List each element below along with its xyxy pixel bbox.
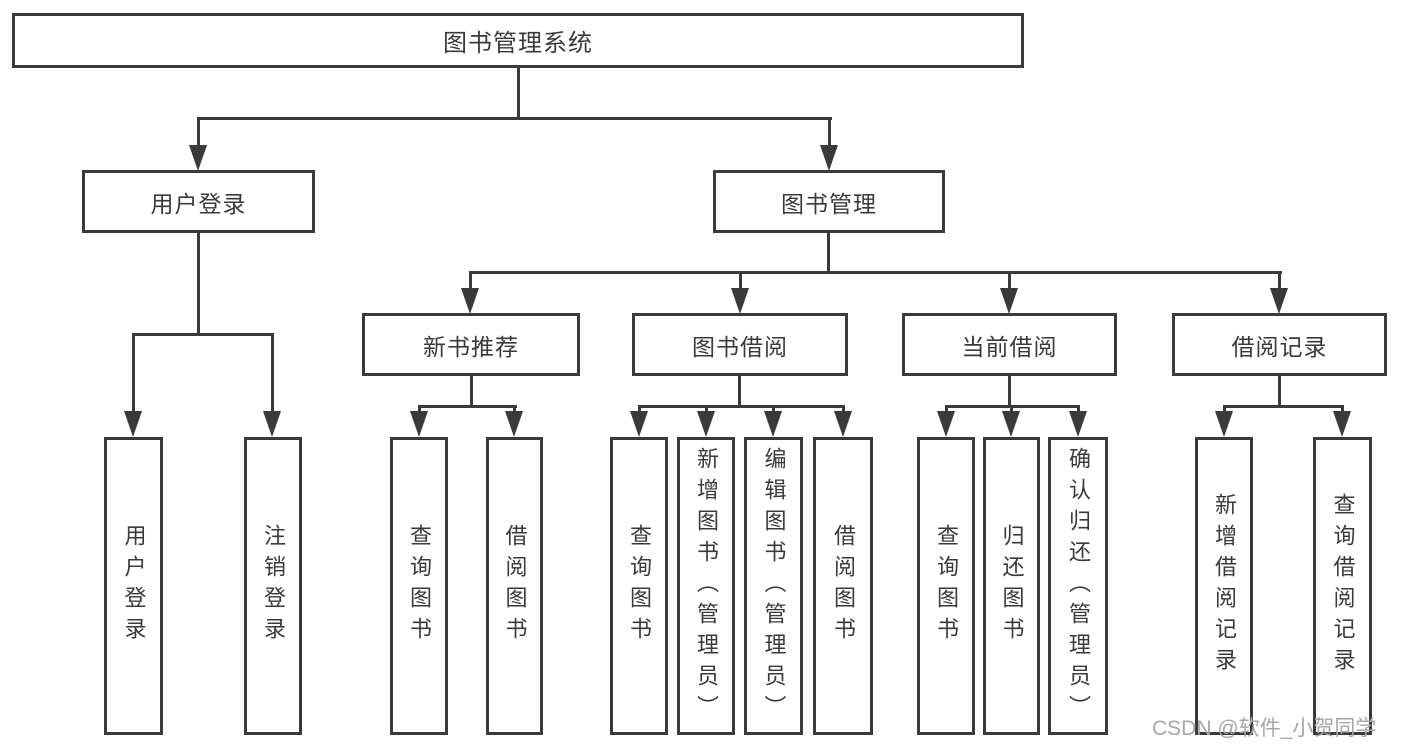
arrow-down-icon	[505, 411, 523, 437]
leaf-query-borrow-record-label: 查询借阅记录	[1330, 493, 1356, 679]
arrow-down-icon	[820, 145, 838, 171]
node-book-management: 图书管理	[713, 170, 945, 233]
connector-line	[739, 272, 742, 289]
node-current-borrow: 当前借阅	[902, 313, 1117, 376]
connector-line	[1010, 406, 1013, 414]
connector-line	[828, 118, 831, 148]
arrow-down-icon	[1002, 411, 1020, 437]
connector-line	[1278, 272, 1281, 289]
connector-line	[772, 406, 775, 414]
connector-line	[197, 118, 200, 148]
node-current-borrow-label: 当前借阅	[961, 333, 1058, 360]
leaf-newbook-query-label: 查询图书	[407, 524, 432, 648]
leaf-newbook-query: 查询图书	[390, 437, 448, 735]
connector-line	[197, 231, 200, 336]
connector-line	[1223, 406, 1226, 414]
leaf-edit-book-admin: 编辑图书（管理员）	[744, 437, 803, 735]
leaf-confirm-return-admin-label: 确认归还（管理员）	[1066, 446, 1091, 726]
node-new-book-recommend: 新书推荐	[362, 313, 580, 376]
connector-line	[1077, 406, 1080, 414]
node-root: 图书管理系统	[12, 13, 1024, 68]
arrow-down-icon	[461, 288, 479, 314]
connector-line	[1341, 406, 1344, 414]
leaf-user-login: 用户登录	[104, 437, 163, 735]
node-user-login-label: 用户登录	[150, 190, 247, 217]
node-borrow-records: 借阅记录	[1172, 313, 1387, 376]
connector-line	[132, 333, 274, 336]
arrow-down-icon	[1215, 411, 1233, 437]
leaf-add-book-admin-label: 新增图书（管理员）	[694, 446, 719, 726]
leaf-user-login-label: 用户登录	[121, 524, 147, 648]
connector-line	[1223, 405, 1344, 408]
leaf-edit-book-admin-label: 编辑图书（管理员）	[761, 446, 787, 726]
connector-line	[638, 406, 641, 414]
node-borrow-records-label: 借阅记录	[1231, 333, 1328, 360]
arrow-down-icon	[697, 411, 715, 437]
leaf-return-book-label: 归还图书	[999, 524, 1025, 648]
connector-line	[470, 374, 473, 408]
arrow-down-icon	[764, 411, 782, 437]
arrow-down-icon	[1000, 288, 1018, 314]
connector-line	[827, 231, 830, 274]
leaf-borrow-book: 借阅图书	[813, 437, 873, 735]
leaf-confirm-return-admin: 确认归还（管理员）	[1048, 437, 1108, 735]
leaf-query-borrow-record: 查询借阅记录	[1313, 437, 1372, 735]
connector-line	[945, 406, 948, 414]
arrow-down-icon	[630, 411, 648, 437]
arrow-down-icon	[1069, 411, 1087, 437]
leaf-add-borrow-record-label: 新增借阅记录	[1212, 493, 1237, 679]
arrow-down-icon	[731, 288, 749, 314]
leaf-logout: 注销登录	[244, 437, 302, 735]
connector-line	[469, 272, 472, 289]
csdn-watermark: CSDN @软件_小贺同学	[1152, 717, 1377, 740]
connector-line	[638, 405, 845, 408]
connector-line	[271, 334, 274, 412]
leaf-current-query: 查询图书	[917, 437, 975, 735]
arrow-down-icon	[937, 411, 955, 437]
leaf-return-book: 归还图书	[983, 437, 1040, 735]
connector-line	[738, 374, 741, 408]
arrow-down-icon	[410, 411, 428, 437]
arrow-down-icon	[263, 411, 281, 437]
leaf-borrow-query: 查询图书	[610, 437, 668, 735]
connector-line	[132, 334, 135, 412]
node-root-label: 图书管理系统	[443, 30, 593, 57]
leaf-borrow-book-label: 借阅图书	[831, 524, 856, 648]
leaf-add-borrow-record: 新增借阅记录	[1195, 437, 1253, 735]
connector-line	[197, 117, 832, 120]
node-new-book-recommend-label: 新书推荐	[423, 333, 519, 360]
connector-line	[1008, 374, 1011, 408]
leaf-add-book-admin: 新增图书（管理员）	[677, 437, 735, 735]
connector-line	[513, 406, 516, 414]
connector-line	[517, 66, 520, 119]
connector-line	[1008, 272, 1011, 289]
arrow-down-icon	[1270, 288, 1288, 314]
arrow-down-icon	[834, 411, 852, 437]
connector-line	[842, 406, 845, 414]
node-book-borrow-label: 图书借阅	[692, 333, 788, 360]
leaf-current-query-label: 查询图书	[934, 524, 959, 648]
connector-line	[418, 406, 421, 414]
leaf-newbook-borrow-label: 借阅图书	[502, 524, 528, 648]
connector-line	[1278, 374, 1281, 408]
node-book-management-label: 图书管理	[781, 190, 877, 217]
arrow-down-icon	[124, 411, 142, 437]
leaf-logout-label: 注销登录	[261, 524, 286, 648]
connector-line	[705, 406, 708, 414]
node-book-borrow: 图书借阅	[632, 313, 848, 376]
arrow-down-icon	[189, 145, 207, 171]
connector-line	[418, 405, 517, 408]
leaf-newbook-borrow: 借阅图书	[486, 437, 543, 735]
leaf-borrow-query-label: 查询图书	[627, 524, 652, 648]
node-user-login: 用户登录	[82, 170, 315, 233]
arrow-down-icon	[1333, 411, 1351, 437]
connector-line	[469, 271, 1282, 274]
